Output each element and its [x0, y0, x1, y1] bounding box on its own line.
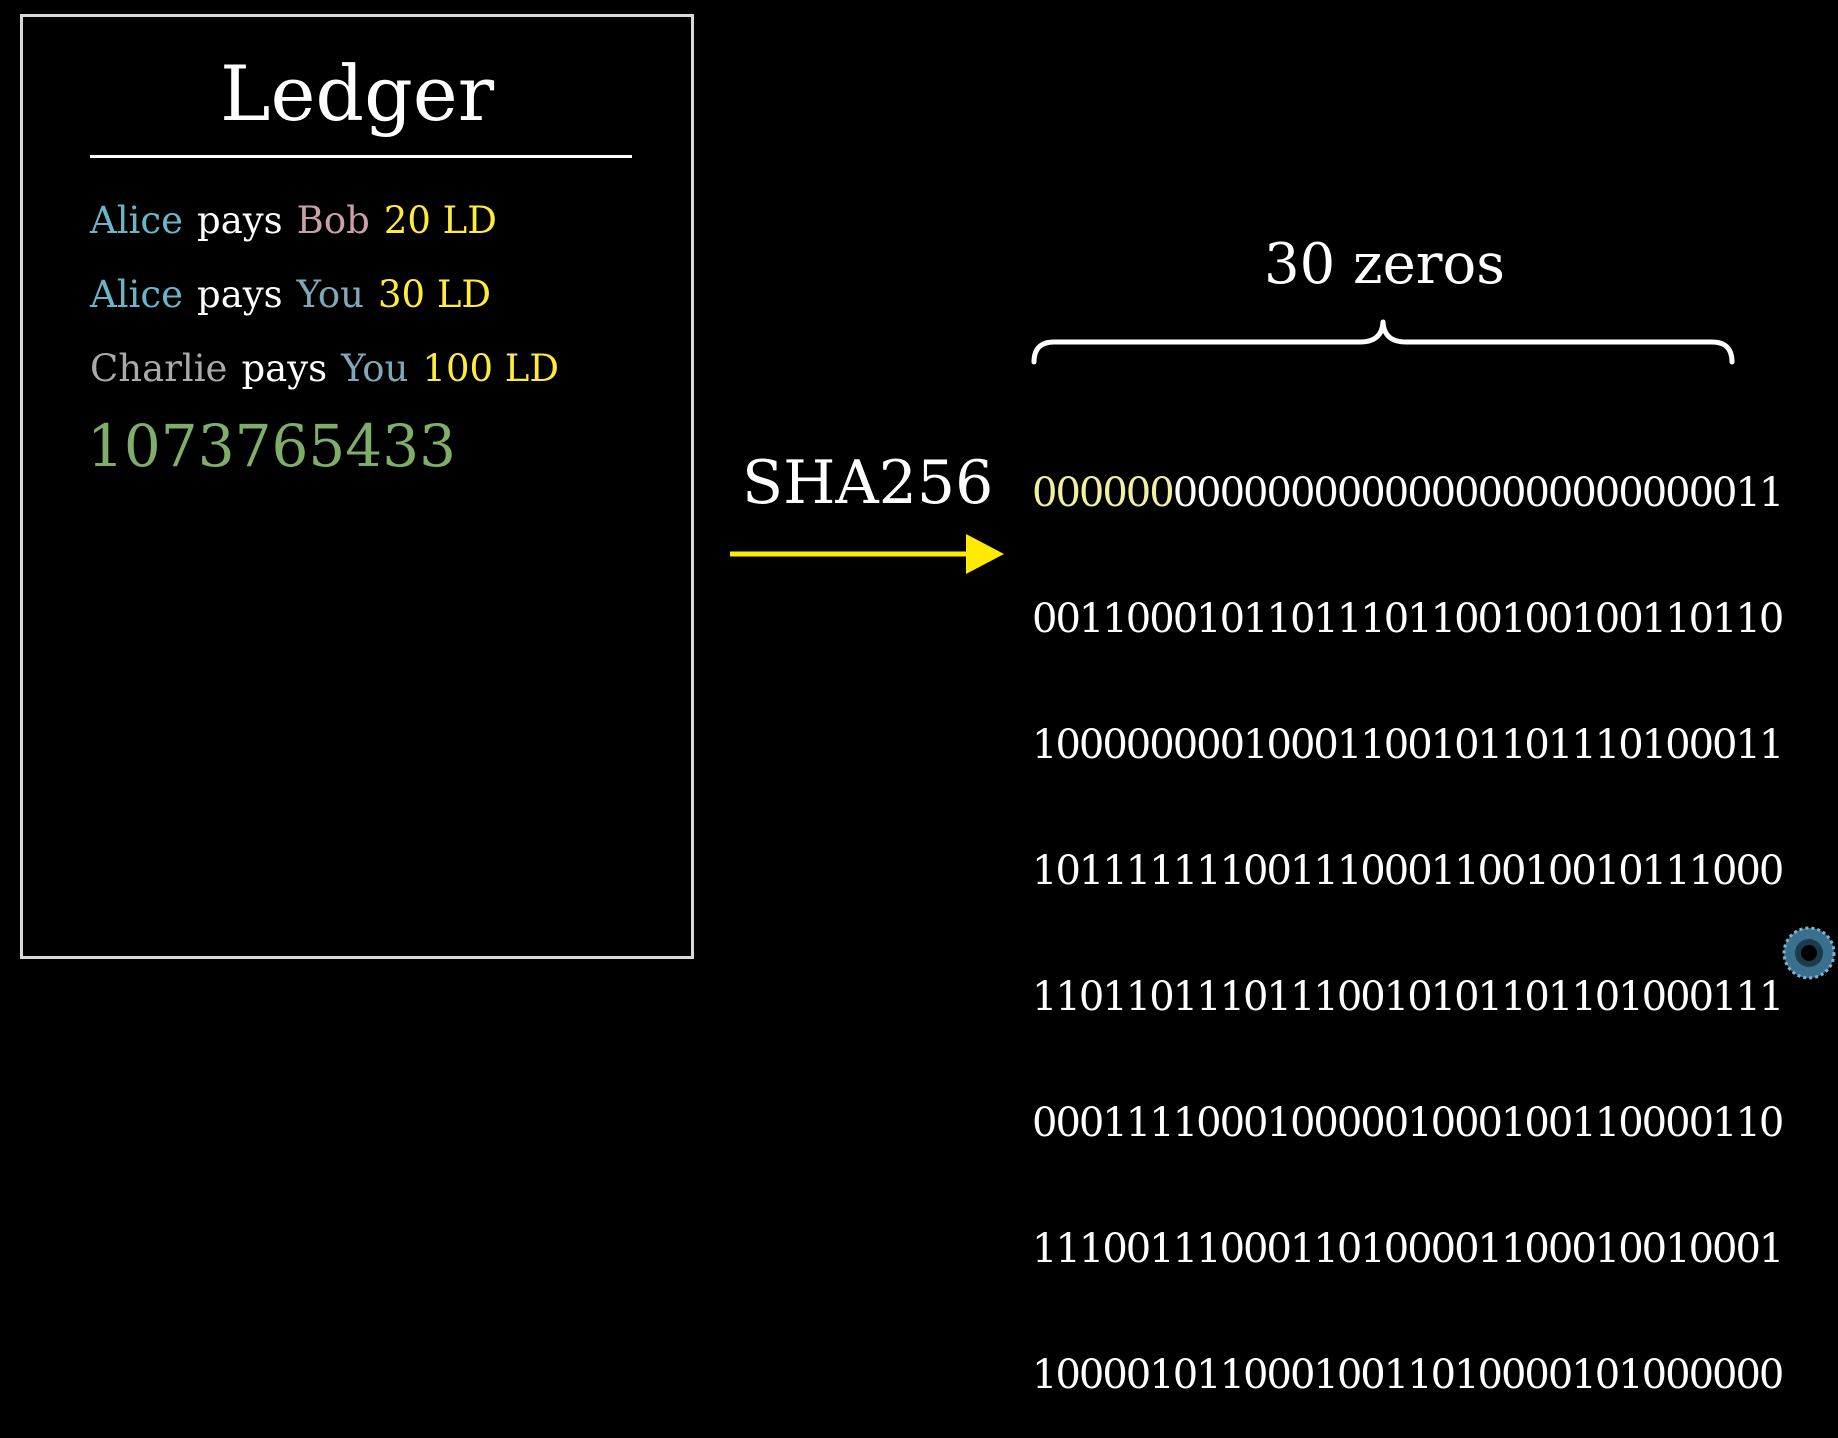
transaction-sender: Alice [90, 199, 184, 242]
hash-line: 10111111100111000110010010111000 [1032, 848, 1784, 894]
hash-line: 10000000010001100101101110100011 [1032, 722, 1784, 768]
ledger-transaction: Alice pays You 30 LD [90, 273, 491, 317]
transaction-amount: 100 LD [422, 347, 560, 390]
transaction-verb: pays [197, 199, 283, 242]
pi-creature-eye-logo-icon [1782, 926, 1836, 980]
leading-zeros-highlight: 000000 [1032, 470, 1175, 516]
hash-output: 00000000000000000000000000000011 0011000… [1032, 388, 1785, 1438]
hash-line: 00110001011011101100100100110110 [1032, 596, 1784, 642]
transaction-verb: pays [197, 273, 283, 316]
hash-line: 00000000000000000000000000000011 [1032, 470, 1785, 516]
ledger-transaction: Alice pays Bob 20 LD [90, 199, 497, 243]
nonce-value: 1073765433 [87, 412, 457, 480]
hash-line: 11011011101110010101101101000111 [1032, 974, 1784, 1020]
hash-line: 11100111000110100001100010010001 [1032, 1226, 1784, 1272]
hash-line: 00011110001000001000100110000110 [1032, 1100, 1784, 1146]
hash-line-remainder: 00000000000000000000000011 [1172, 470, 1785, 516]
curly-brace-icon [1031, 319, 1735, 365]
transaction-verb: pays [241, 347, 328, 390]
transaction-sender: Alice [90, 273, 184, 316]
sha256-label: SHA256 [742, 448, 994, 518]
transaction-sender: Charlie [90, 347, 228, 390]
transaction-recipient: You [296, 273, 364, 316]
transaction-recipient: You [341, 347, 409, 390]
transaction-amount: 20 LD [383, 199, 497, 242]
ledger-divider [90, 155, 632, 158]
ledger-transaction: Charlie pays You 100 LD [90, 347, 559, 391]
hash-line: 10000101100010011010000101000000 [1032, 1352, 1784, 1398]
ledger-title: Ledger [219, 49, 495, 138]
transaction-recipient: Bob [296, 199, 370, 242]
transaction-amount: 30 LD [377, 273, 492, 316]
zeros-count-label: 30 zeros [1264, 232, 1505, 297]
right-arrow-icon [730, 534, 1004, 574]
